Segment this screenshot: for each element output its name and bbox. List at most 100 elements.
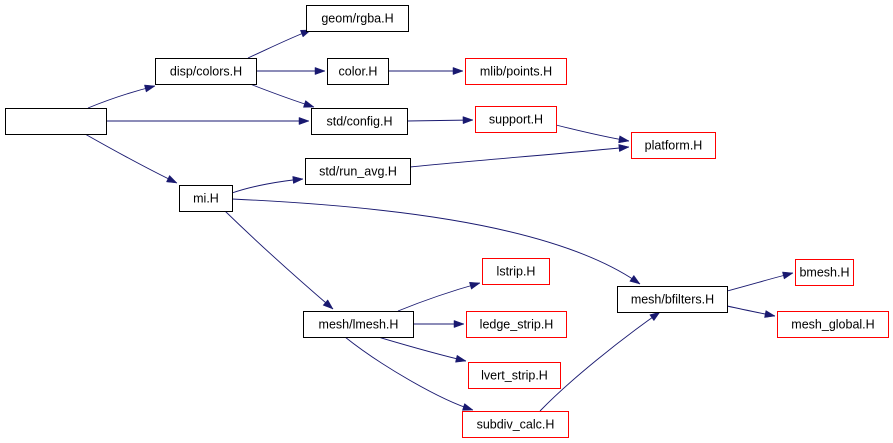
node-mesh-lmesh-h[interactable]: mesh/lmesh.H: [303, 311, 414, 338]
edge-line: [539, 311, 661, 412]
node-box: [306, 5, 409, 32]
node-label: ledge_strip.H: [480, 317, 554, 331]
node-box: [482, 258, 550, 285]
arrow-head-icon: [782, 271, 794, 280]
edge-std_run_avg_h-to-platform_h: [409, 144, 630, 168]
edge-line: [247, 29, 312, 59]
edge-mesh_lmesh_h-to-ledge_strip_h: [413, 320, 465, 328]
node-box: [631, 132, 716, 159]
edge-mi_h-to-mesh_bfilters_h: [231, 198, 641, 285]
node-label: platform.H: [645, 138, 703, 152]
node-label: mi.H: [193, 191, 219, 205]
node-label: mlib/points.H: [480, 64, 552, 78]
edge-color_mesh_c-to-std_config_h: [106, 117, 310, 125]
arrow-head-icon: [453, 320, 465, 328]
node-lstrip-h: lstrip.H: [482, 258, 550, 285]
edge-mi_h-to-std_run_avg_h: [231, 176, 304, 194]
edge-mesh_bfilters_h-to-bmesh_h: [726, 271, 794, 292]
edge-mesh_lmesh_h-to-lvert_strip_h: [377, 336, 467, 363]
edge-line: [87, 85, 156, 109]
edges-layer: [84, 29, 794, 412]
node-box: [311, 108, 408, 135]
edge-mesh_lmesh_h-to-subdiv_calc_h: [344, 336, 474, 411]
node-mesh-global-h: mesh_global.H: [777, 311, 889, 338]
edge-line: [555, 124, 630, 142]
node-box: [465, 58, 567, 85]
edge-disp_colors_h-to-geom_rgba_h: [247, 29, 312, 59]
edge-color_mesh_c-to-mi_h: [84, 133, 178, 184]
node-color-mesh-c[interactable]: color_mesh.C: [5, 108, 107, 135]
node-box: [327, 58, 389, 85]
node-label: support.H: [489, 112, 543, 126]
edge-mesh_bfilters_h-to-mesh_global_h: [726, 305, 776, 318]
node-label: mesh/bfilters.H: [631, 292, 714, 306]
node-label: lstrip.H: [497, 264, 536, 278]
edge-color_mesh_c-to-disp_colors_h: [87, 84, 156, 109]
node-box: [462, 411, 569, 438]
node-subdiv-calc-h: subdiv_calc.H: [462, 411, 569, 438]
node-std-run-avg-h[interactable]: std/run_avg.H: [305, 158, 411, 185]
node-mlib-points-h: mlib/points.H: [465, 58, 567, 85]
node-label: mesh/lmesh.H: [319, 317, 399, 331]
edge-line: [377, 336, 467, 362]
node-ledge-strip-h: ledge_strip.H: [466, 311, 567, 338]
arrow-head-icon: [292, 176, 304, 184]
node-box: [5, 108, 107, 135]
edge-mi_h-to-mesh_lmesh_h: [224, 210, 334, 310]
node-platform-h: platform.H: [631, 132, 716, 159]
arrow-head-icon: [629, 274, 641, 285]
edge-mesh_lmesh_h-to-lstrip_h: [397, 281, 481, 312]
node-box: [777, 311, 889, 338]
edge-disp_colors_h-to-color_h: [256, 67, 326, 75]
node-disp-colors-h[interactable]: disp/colors.H: [155, 58, 257, 85]
edge-color_h-to-mlib_points_h: [388, 67, 464, 75]
arrow-head-icon: [303, 100, 315, 108]
arrow-head-icon: [322, 299, 334, 310]
node-std-config-h[interactable]: std/config.H: [311, 108, 408, 135]
edge-line: [84, 133, 178, 184]
arrow-head-icon: [618, 135, 630, 144]
node-color-h[interactable]: color.H: [327, 58, 389, 85]
edge-line: [397, 282, 481, 312]
arrow-head-icon: [618, 144, 630, 152]
node-box: [795, 259, 854, 286]
arrow-head-icon: [469, 281, 481, 290]
edge-subdiv_calc_h-to-mesh_bfilters_h: [539, 311, 661, 412]
node-label: mesh_global.H: [791, 317, 874, 331]
node-geom-rgba-h[interactable]: geom/rgba.H: [306, 5, 409, 32]
node-box: [617, 286, 728, 313]
node-label: color.H: [339, 64, 378, 78]
node-label: color_mesh.C: [17, 114, 94, 128]
arrow-head-icon: [298, 117, 310, 125]
edge-support_h-to-platform_h: [555, 124, 630, 144]
node-label: lvert_strip.H: [481, 368, 548, 382]
node-box: [475, 106, 557, 133]
edge-line: [406, 119, 474, 122]
arrow-head-icon: [455, 354, 467, 363]
edge-line: [344, 336, 474, 411]
arrow-head-icon: [166, 174, 178, 184]
node-bmesh-h: bmesh.H: [795, 259, 854, 286]
node-mi-h[interactable]: mi.H: [179, 185, 233, 212]
edge-std_config_h-to-support_h: [406, 116, 474, 125]
edge-line: [726, 272, 794, 292]
edge-line: [231, 178, 304, 194]
node-support-h: support.H: [475, 106, 557, 133]
node-lvert-strip-h: lvert_strip.H: [468, 362, 561, 389]
node-label: disp/colors.H: [170, 64, 242, 78]
arrow-head-icon: [764, 310, 776, 318]
node-label: std/run_avg.H: [319, 164, 397, 178]
node-mesh-bfilters-h[interactable]: mesh/bfilters.H: [617, 286, 728, 313]
node-box: [468, 362, 561, 389]
edge-line: [224, 210, 334, 310]
node-box: [305, 158, 411, 185]
arrow-head-icon: [144, 84, 156, 93]
arrow-head-icon: [452, 67, 464, 75]
arrow-head-icon: [462, 116, 474, 125]
node-label: std/config.H: [326, 114, 392, 128]
node-box: [303, 311, 414, 338]
arrow-head-icon: [314, 67, 326, 75]
node-label: geom/rgba.H: [321, 11, 393, 25]
edge-line: [409, 146, 630, 168]
